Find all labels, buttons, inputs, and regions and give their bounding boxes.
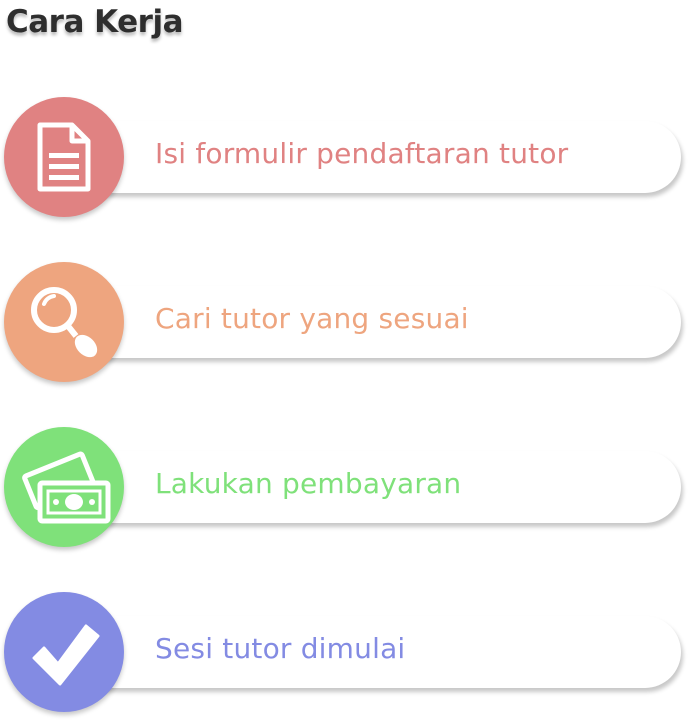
step-card[interactable] bbox=[58, 121, 681, 193]
step-payment[interactable]: Lakukan pembayaran bbox=[0, 427, 688, 551]
step-label: Cari tutor yang sesuai bbox=[155, 302, 469, 335]
step-label: Isi formulir pendaftaran tutor bbox=[155, 137, 569, 170]
step-find-tutor[interactable]: Cari tutor yang sesuai bbox=[0, 262, 688, 386]
step-icon-circle bbox=[4, 592, 124, 712]
document-icon bbox=[34, 121, 94, 193]
step-session-start[interactable]: Sesi tutor dimulai bbox=[0, 592, 688, 716]
step-icon-circle bbox=[4, 97, 124, 217]
money-icon bbox=[16, 447, 112, 527]
step-icon-circle bbox=[4, 262, 124, 382]
checkmark-icon bbox=[24, 612, 104, 692]
page-title: Cara Kerja bbox=[6, 4, 184, 40]
step-card[interactable] bbox=[58, 616, 681, 688]
step-card[interactable] bbox=[58, 286, 681, 358]
step-label: Lakukan pembayaran bbox=[155, 467, 462, 500]
step-card[interactable] bbox=[58, 451, 681, 523]
step-icon-circle bbox=[4, 427, 124, 547]
step-label: Sesi tutor dimulai bbox=[155, 632, 406, 665]
step-fill-form[interactable]: Isi formulir pendaftaran tutor bbox=[0, 97, 688, 221]
magnifier-icon bbox=[24, 282, 104, 362]
